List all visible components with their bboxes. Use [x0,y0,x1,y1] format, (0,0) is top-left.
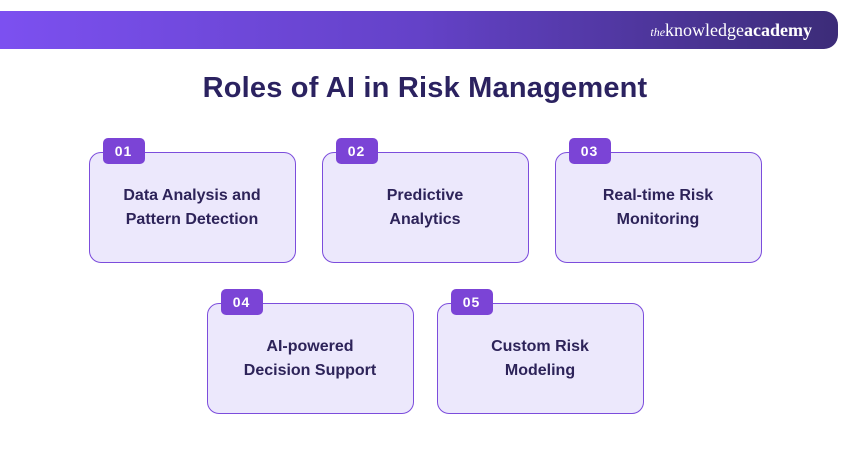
card-label-line: Decision Support [243,361,377,379]
card-label-line: Real-time Risk [602,186,714,204]
card-number-badge: 04 [220,289,263,315]
brand-header-bar: theknowledgeacademy [0,11,838,49]
card-number-badge: 03 [568,138,611,164]
logo-word-knowledge: knowledge [665,20,745,40]
card-label-line: Predictive [386,186,464,204]
card-label: Predictive Analytics [377,184,473,232]
knowledge-academy-logo: theknowledgeacademy [650,21,812,39]
card-decision-support: 04 AI-powered Decision Support [206,289,414,414]
card-label-line: Pattern Detection [125,210,259,228]
card-data-analysis: 01 Data Analysis and Pattern Detection [88,138,296,263]
card-custom-risk-modeling: 05 Custom Risk Modeling [436,289,644,414]
card-label-line: Analytics [389,210,461,228]
page-title: Roles of AI in Risk Management [202,72,648,104]
logo-word-the: the [650,25,666,39]
card-label-line: Data Analysis and [123,186,261,204]
cards-row-2: 04 AI-powered Decision Support 05 Custom… [0,289,850,414]
card-label: AI-powered Decision Support [234,335,386,383]
card-label-line: AI-powered [266,337,354,355]
card-label: Custom Risk Modeling [481,335,599,383]
card-number-badge: 05 [450,289,493,315]
card-label: Real-time Risk Monitoring [593,184,723,232]
card-label-line: Modeling [504,361,576,379]
card-number-badge: 01 [102,138,145,164]
cards-row-1: 01 Data Analysis and Pattern Detection 0… [0,138,850,263]
card-predictive-analytics: 02 Predictive Analytics [321,138,529,263]
card-realtime-monitoring: 03 Real-time Risk Monitoring [554,138,762,263]
card-label-line: Custom Risk [491,337,589,355]
card-label: Data Analysis and Pattern Detection [113,184,270,232]
card-number-badge: 02 [335,138,378,164]
card-label-line: Monitoring [616,210,700,228]
logo-word-academy: academy [744,20,812,40]
